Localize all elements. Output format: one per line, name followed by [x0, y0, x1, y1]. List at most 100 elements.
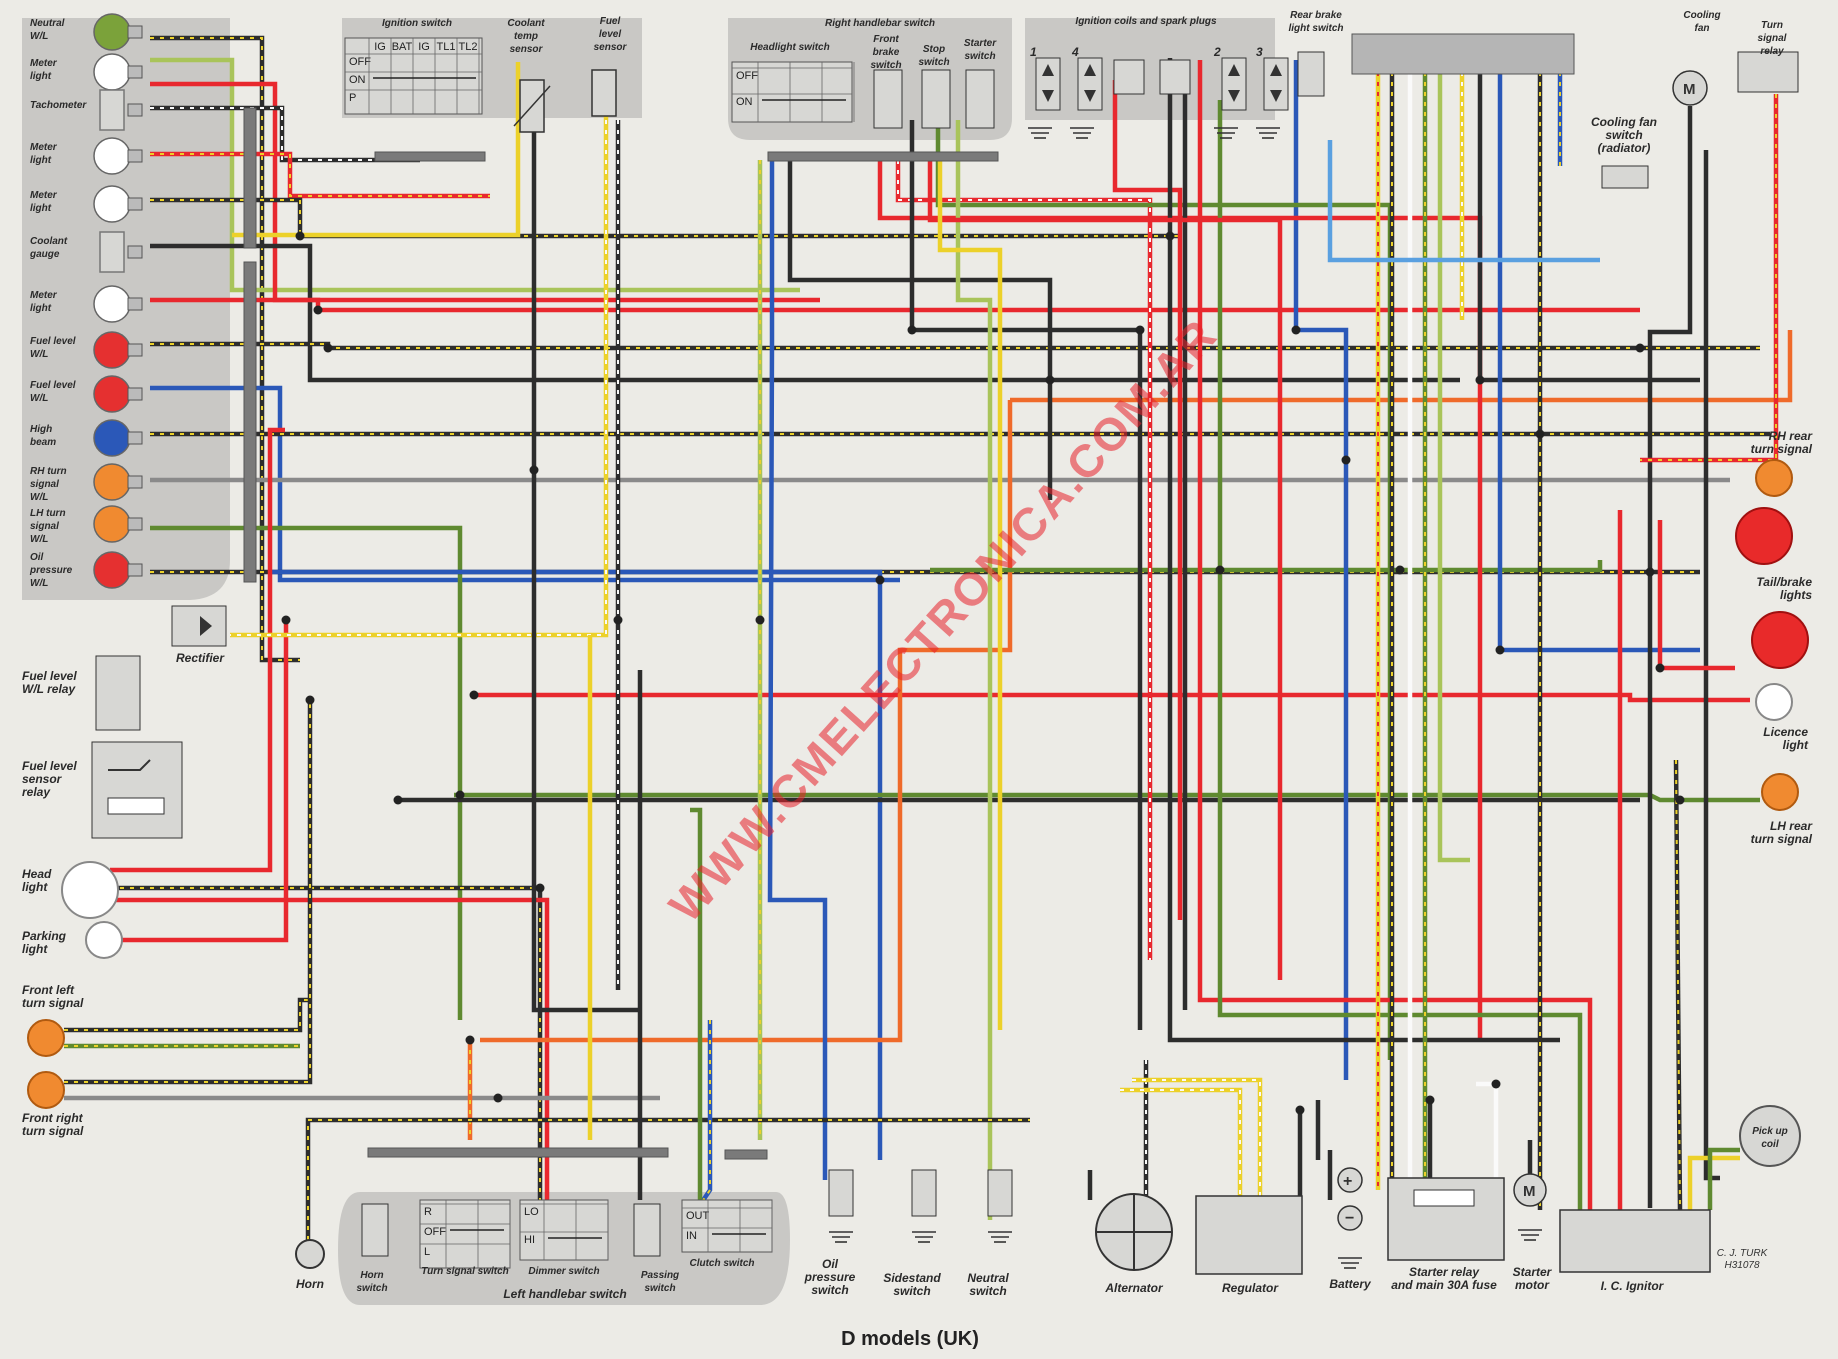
wire	[150, 385, 900, 583]
component-label: Turn	[1761, 20, 1783, 31]
wire	[270, 569, 883, 1160]
junction-dot	[1295, 1105, 1305, 1115]
cooling-fan-motor-icon	[1672, 70, 1708, 106]
pick-up-coil	[1739, 1105, 1801, 1167]
component-label: Turn signal switch	[421, 1266, 509, 1277]
wire	[1167, 58, 1560, 1043]
component-label: Tail/brake	[1756, 575, 1812, 589]
component-label: Fuel level	[30, 336, 76, 347]
wire	[1707, 1147, 1740, 1210]
bulb-socket-icon	[127, 149, 143, 163]
junction-dot	[1675, 795, 1685, 805]
coil-primary-connector	[1159, 59, 1191, 95]
fuel-level-sensor	[591, 69, 617, 117]
component-label: Starter	[1513, 1265, 1553, 1279]
component-label: Tachometer	[30, 100, 87, 111]
warning-bulb-icon	[93, 13, 131, 51]
spark-arrow-icon	[1042, 90, 1054, 102]
cooling-fan: M	[1672, 70, 1708, 106]
wire	[1217, 100, 1583, 1210]
component-label: light	[1783, 738, 1809, 752]
switch-column-label: BAT	[392, 41, 413, 53]
gauge-icon	[99, 231, 125, 273]
wire	[1687, 1155, 1740, 1210]
wire-tracer	[897, 160, 1151, 960]
stop-switch[interactable]	[921, 69, 951, 129]
fuel-sensor-body	[591, 69, 617, 117]
component-label: W/L	[30, 349, 48, 360]
passing-switch-body	[633, 1203, 661, 1257]
junction-dot	[1645, 567, 1655, 577]
tail-light-lower-icon	[1751, 611, 1809, 669]
component-label: signal	[1758, 33, 1787, 44]
horn-switch[interactable]	[361, 1203, 389, 1257]
wire	[1010, 330, 1793, 403]
component-label: sensor	[594, 42, 628, 53]
relay-contact-icon	[108, 759, 151, 771]
wire	[1437, 72, 1470, 863]
wire-tracer	[230, 90, 607, 636]
wire-tracer	[150, 37, 300, 661]
licence-light-bulb-icon	[1755, 683, 1793, 721]
junction-dot	[875, 575, 885, 585]
component-label: Meter	[30, 290, 58, 301]
wire	[690, 807, 703, 1200]
component-label: Passing	[641, 1270, 679, 1281]
rectifier-body	[171, 605, 227, 647]
left-handlebar-connector	[367, 1147, 669, 1158]
ground-switches	[828, 1169, 1013, 1217]
coil-number-label: 3	[1256, 45, 1263, 59]
turn-signal-relay	[1737, 51, 1799, 93]
rear-brake-switch[interactable]	[1297, 51, 1325, 97]
lh-rear-turn-signal	[1761, 773, 1799, 811]
component-label: light	[22, 942, 48, 956]
wire-tracer	[150, 107, 420, 161]
junction-dot	[1425, 1095, 1435, 1105]
cluster-connector-upper	[243, 107, 257, 249]
junction-dot	[1291, 325, 1301, 335]
component-label: pressure	[804, 1270, 856, 1284]
component-label: RH turn	[30, 466, 67, 477]
warning-bulb-icon	[93, 375, 131, 413]
warning-bulb-icon	[93, 419, 131, 457]
turn-signal-switch-box	[419, 1199, 511, 1269]
junction-dot	[323, 343, 333, 353]
head-light	[61, 861, 119, 919]
component-label: light	[30, 203, 52, 214]
component-label: light	[22, 880, 48, 894]
switch-row-label: LO	[524, 1206, 539, 1218]
wire	[1647, 106, 1693, 1208]
turn-relay-body	[1737, 51, 1799, 93]
component-label: sensor	[510, 44, 544, 55]
front-brake-switch[interactable]	[873, 69, 903, 129]
component-labels: NeutralW/LMeterlightTachometerMeterlight…	[22, 10, 1813, 1301]
switch-row-label: OFF	[736, 70, 758, 82]
component-label: Cooling	[1683, 10, 1720, 21]
component-label: High	[30, 424, 52, 435]
credit-figure-number: H31078	[1724, 1260, 1759, 1271]
rectifier	[171, 605, 227, 647]
component-label: Pick up	[1752, 1126, 1788, 1137]
component-label: W/L	[30, 534, 48, 545]
component-label: gauge	[29, 249, 60, 260]
wire	[909, 120, 1143, 1030]
cluster-connector-lower	[243, 261, 257, 583]
coolant-temp-sensor	[513, 79, 551, 133]
component-label: LH turn	[30, 508, 66, 519]
passing-switch[interactable]	[633, 1203, 661, 1257]
component-label: light	[30, 303, 52, 314]
bulb-socket-icon	[127, 245, 143, 259]
neutral-switch-body	[987, 1169, 1013, 1217]
fan-motor-symbol: M	[1683, 81, 1696, 98]
starter-switch[interactable]	[965, 69, 995, 129]
wire	[454, 792, 1760, 803]
component-label: light	[30, 71, 52, 82]
wire	[930, 560, 1603, 573]
component-label: Oil	[30, 552, 44, 563]
